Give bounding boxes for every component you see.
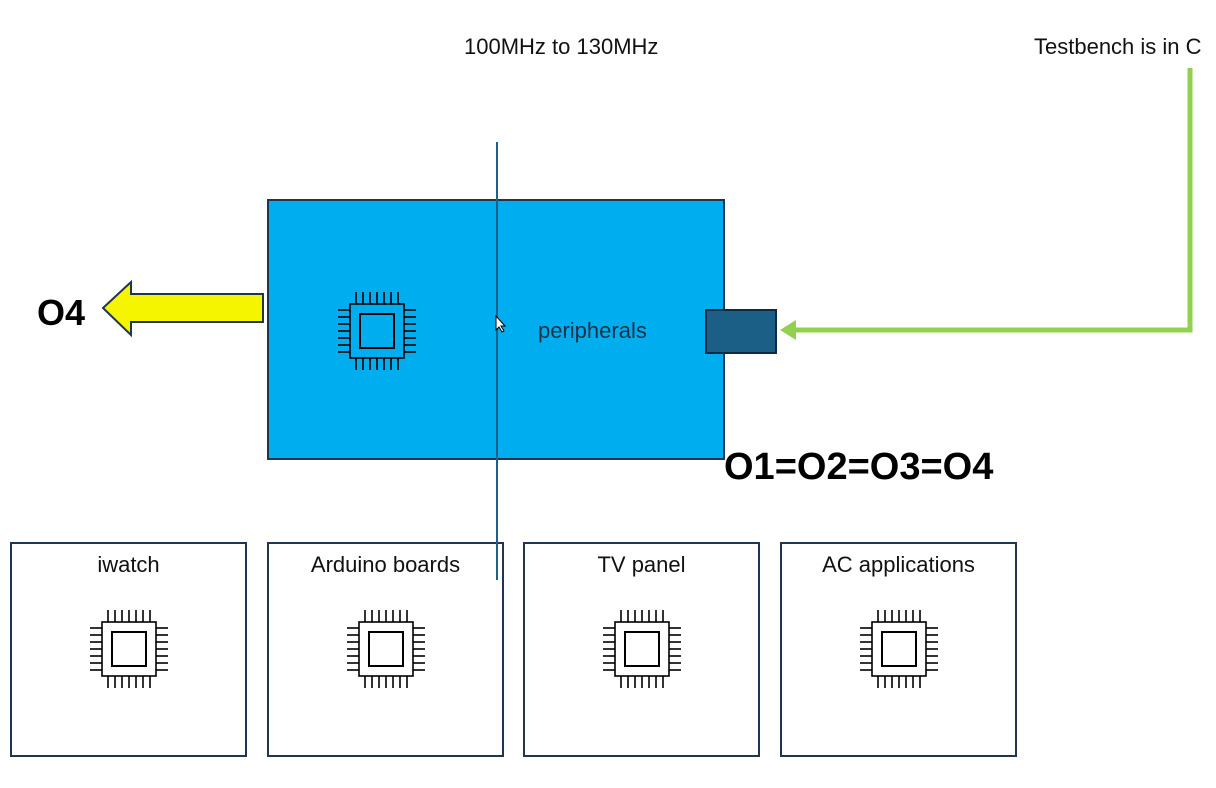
chip-icon — [343, 606, 429, 697]
equivalence-equation: O1=O2=O3=O4 — [724, 446, 994, 488]
chip-icon — [334, 288, 420, 379]
yellow-left-arrow — [101, 279, 264, 338]
app-box-tv-panel: TV panel — [523, 542, 760, 757]
app-label: iwatch — [97, 552, 160, 577]
chip-icon — [599, 606, 685, 697]
output-o4-label: O4 — [37, 292, 86, 333]
app-label: TV panel — [597, 552, 686, 577]
peripherals-label: peripherals — [538, 318, 647, 343]
chip-icon — [86, 606, 172, 697]
testbench-label: Testbench is in C — [1034, 34, 1202, 59]
green-arrow — [792, 68, 1193, 333]
green-arrow-head — [780, 320, 796, 340]
app-label: Arduino boards — [310, 552, 461, 577]
app-box-ac-applications: AC applications — [780, 542, 1017, 757]
app-box-arduino: Arduino boards — [267, 542, 504, 757]
chip-icon — [856, 606, 942, 697]
app-box-iwatch: iwatch — [10, 542, 247, 757]
peripheral-port — [705, 309, 777, 354]
app-label: AC applications — [822, 552, 975, 577]
frequency-label: 100MHz to 130MHz — [464, 34, 659, 59]
